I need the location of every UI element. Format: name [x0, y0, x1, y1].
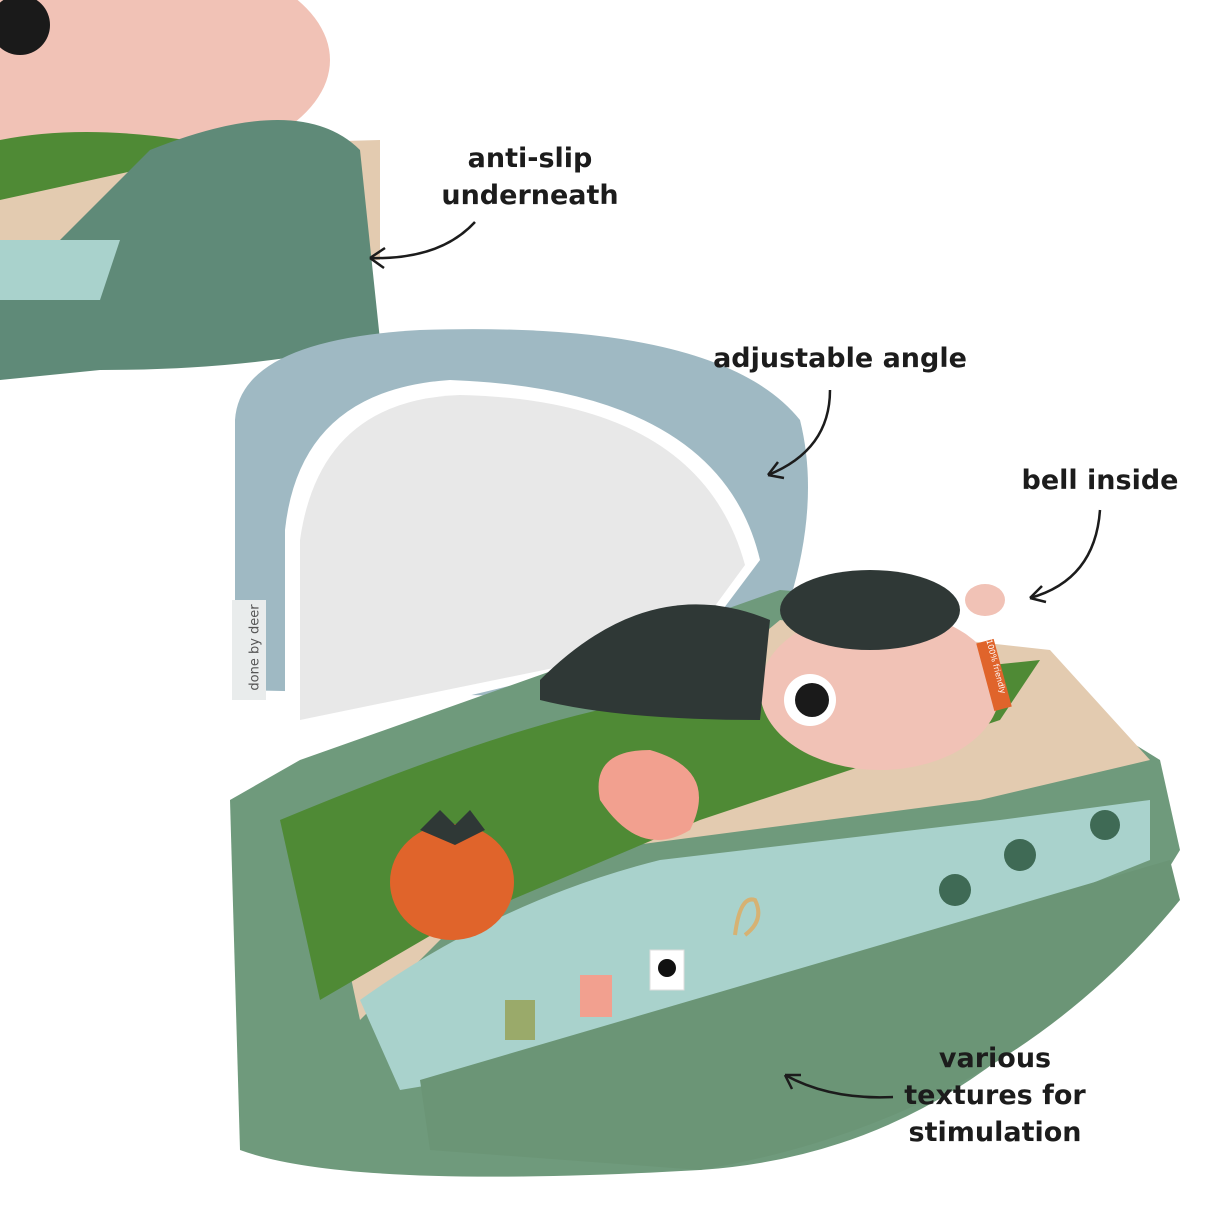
ribbon-pink: [580, 975, 612, 1017]
ring-loop: [733, 897, 761, 937]
callout-line: stimulation: [908, 1117, 1082, 1148]
callout-textures: various textures for stimulation: [895, 1040, 1095, 1151]
pig-toy: [760, 570, 1012, 770]
strawberry-toy: [598, 750, 699, 840]
clover-buttons: [939, 810, 1120, 906]
brand-logo: done by deer: [247, 604, 263, 691]
callout-line: underneath: [441, 180, 619, 211]
tag: [976, 638, 1012, 712]
cow-toy: [540, 604, 770, 720]
callout-adjustable-angle: adjustable angle: [713, 343, 967, 374]
callout-line: anti-slip: [467, 143, 593, 174]
arrow-adjustable-icon: [767, 389, 832, 477]
carrot-toy: [390, 824, 514, 940]
callout-arrows: [369, 221, 1102, 1099]
water-texture: [360, 800, 1150, 1090]
callout-bell-inside: bell inside: [1021, 465, 1179, 496]
inset-anti-slip-photo: [0, 0, 380, 380]
callout-line: textures for: [904, 1080, 1086, 1111]
ribbon-green: [505, 1000, 535, 1040]
arrow-textures-icon: [784, 1073, 894, 1099]
anti-slip-underside: [0, 120, 380, 380]
arrow-anti-slip-icon: [369, 221, 476, 260]
callout-anti-slip: anti-slip underneath: [430, 140, 630, 214]
arrow-bell-icon: [1029, 509, 1102, 600]
callout-line: various: [938, 1043, 1052, 1074]
